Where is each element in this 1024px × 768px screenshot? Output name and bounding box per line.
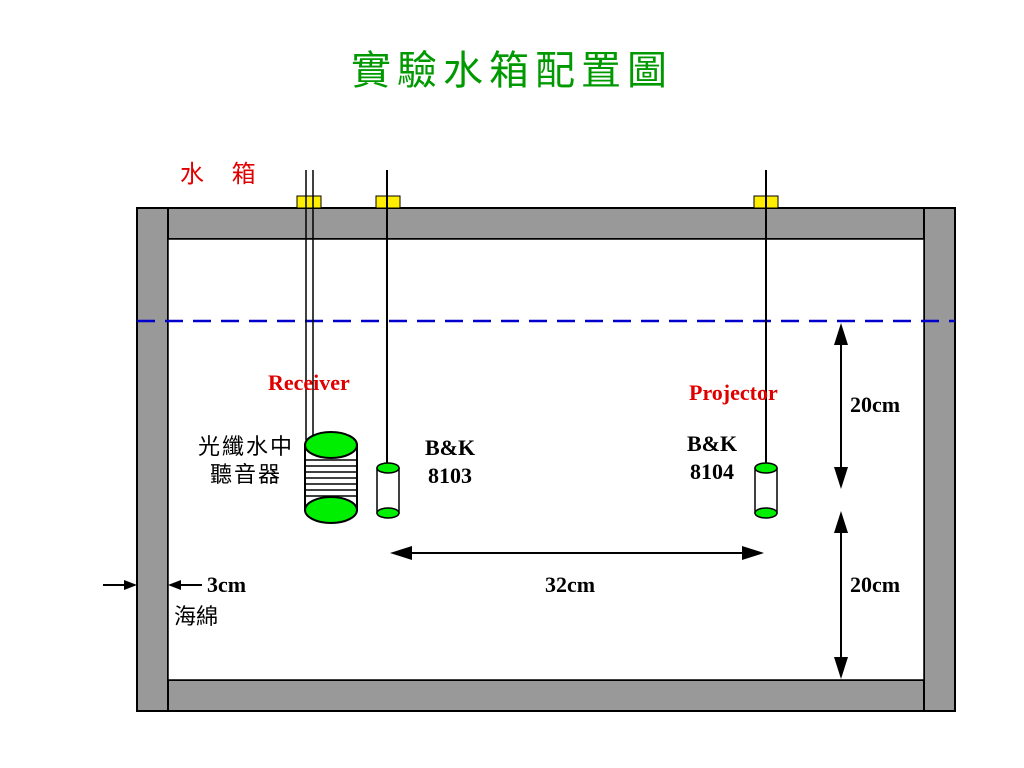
fiber-hydrophone xyxy=(304,431,358,524)
fiber-hydrophone-label: 光纖水中 聽音器 xyxy=(188,434,304,490)
upper-depth-label: 20cm xyxy=(850,392,901,417)
bk8103-model: 8103 xyxy=(428,463,472,488)
receiver-label: Receiver xyxy=(268,370,350,395)
lower-depth-label: 20cm xyxy=(850,572,901,597)
lower-depth-arrow xyxy=(834,511,848,679)
tank-label: 水 箱 xyxy=(180,160,266,188)
bk8104-hydrophone xyxy=(754,462,778,519)
spacing-label: 32cm xyxy=(545,572,596,597)
fiber-mount xyxy=(296,195,322,209)
wall-thickness-arrows xyxy=(103,580,202,590)
projector-label: Projector xyxy=(689,380,778,405)
upper-depth-arrow xyxy=(834,323,848,489)
tank-right-wall xyxy=(923,207,956,712)
bk8103-hydrophone xyxy=(376,462,400,519)
bk8104-label: B&K 8104 xyxy=(672,430,752,486)
tank-bottom-wall xyxy=(136,679,956,712)
fiber-hydrophone-label-line1: 光纖水中 xyxy=(197,435,294,460)
tank-interior xyxy=(167,238,925,681)
sponge-label: 海綿 xyxy=(174,605,219,630)
tank-top-wall xyxy=(136,207,956,240)
tank-left-wall xyxy=(136,207,169,712)
spacing-dimension-arrow xyxy=(390,546,764,560)
bk8104-model: 8104 xyxy=(690,459,734,484)
page-title: 實驗水箱配置圖 xyxy=(351,48,673,94)
bk8104-brand: B&K xyxy=(686,431,738,456)
wall-thickness-label: 3cm xyxy=(207,572,247,597)
fiber-hydrophone-label-line2: 聽音器 xyxy=(209,463,282,488)
bk8103-label: B&K 8103 xyxy=(410,434,490,490)
bk8103-brand: B&K xyxy=(424,435,476,460)
